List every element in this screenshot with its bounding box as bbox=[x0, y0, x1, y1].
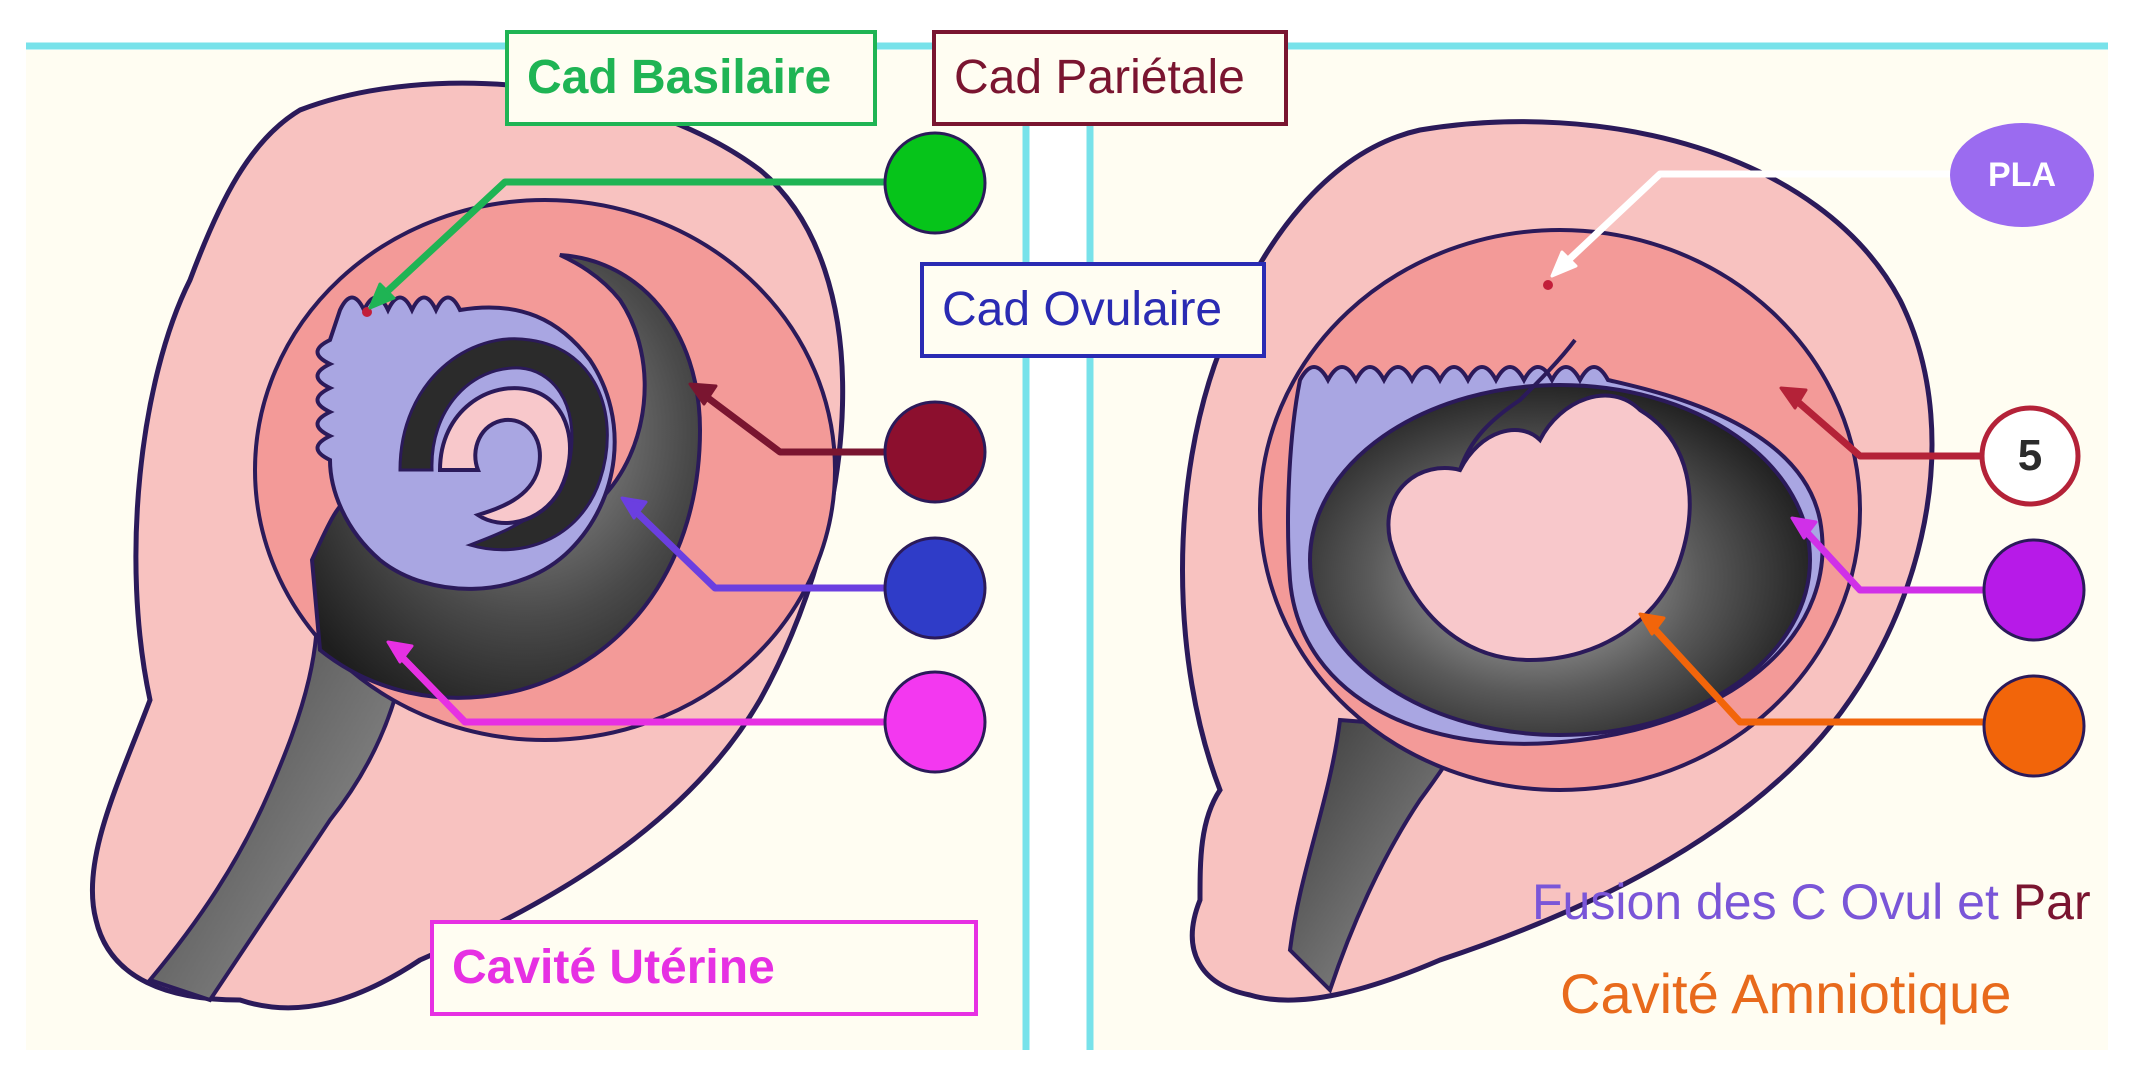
left-arrows bbox=[368, 178, 886, 726]
right-placenta-dot bbox=[1543, 280, 1553, 290]
right-umbilical-cord bbox=[1458, 338, 1577, 471]
arrow-uterine bbox=[392, 647, 886, 726]
label-cad-parietale: Cad Pariétale bbox=[932, 30, 1288, 126]
arrow-basilaire bbox=[375, 178, 886, 303]
label-fusion: Fusion des C Ovul et Par bbox=[1532, 870, 2091, 934]
marker-blue-circle bbox=[883, 536, 987, 640]
marker-purple-circle bbox=[1982, 538, 2086, 642]
left-uterine-cavity bbox=[309, 253, 703, 700]
arrowhead-5 bbox=[1779, 386, 1808, 410]
marker-green-circle bbox=[883, 131, 987, 235]
arrowhead-uterine bbox=[386, 640, 414, 664]
right-arrows bbox=[1550, 170, 1984, 726]
left-markers bbox=[883, 131, 987, 774]
arrow-pla bbox=[1557, 170, 1958, 271]
arrowhead-basilaire bbox=[368, 282, 396, 310]
marker-pla-ellipse bbox=[1950, 123, 2094, 227]
marker-orange-circle bbox=[1982, 674, 2086, 778]
right-uterus bbox=[1180, 119, 1935, 1003]
arrow-fusion bbox=[1797, 522, 1984, 594]
arrow-amniotique bbox=[1645, 619, 1984, 726]
label-pla: PLA bbox=[1988, 156, 2056, 194]
arrow-parietale bbox=[697, 389, 886, 456]
arrow-5 bbox=[1787, 392, 1982, 460]
left-cervical-canal bbox=[146, 558, 403, 1003]
right-markers bbox=[1950, 123, 2094, 778]
left-embryo bbox=[437, 386, 572, 525]
arrowhead-fusion bbox=[1790, 516, 1818, 540]
arrowhead-amniotique bbox=[1638, 612, 1666, 636]
arrow-ovulaire bbox=[627, 503, 886, 592]
arrowhead-pla bbox=[1550, 250, 1578, 278]
label-cad-ovulaire: Cad Ovulaire bbox=[920, 262, 1266, 358]
marker-maroon-circle bbox=[883, 400, 987, 504]
marker-pink-circle bbox=[883, 670, 987, 774]
left-placenta-dot bbox=[362, 307, 372, 317]
label-fusion-part2: Par bbox=[2012, 874, 2091, 930]
label-cavite-amniotique: Cavité Amniotique bbox=[1560, 962, 2012, 1025]
arrowhead-parietale bbox=[688, 382, 718, 406]
arrowhead-ovulaire bbox=[620, 496, 648, 520]
marker-5-circle bbox=[1979, 405, 2081, 507]
label-cad-basilaire: Cad Basilaire bbox=[505, 30, 877, 126]
label-cavite-uterine: Cavité Utérine bbox=[430, 920, 978, 1016]
label-number-5: 5 bbox=[2017, 431, 2043, 480]
label-fusion-part1: Fusion des C Ovul et bbox=[1532, 874, 1999, 930]
left-uterus bbox=[89, 80, 846, 1011]
